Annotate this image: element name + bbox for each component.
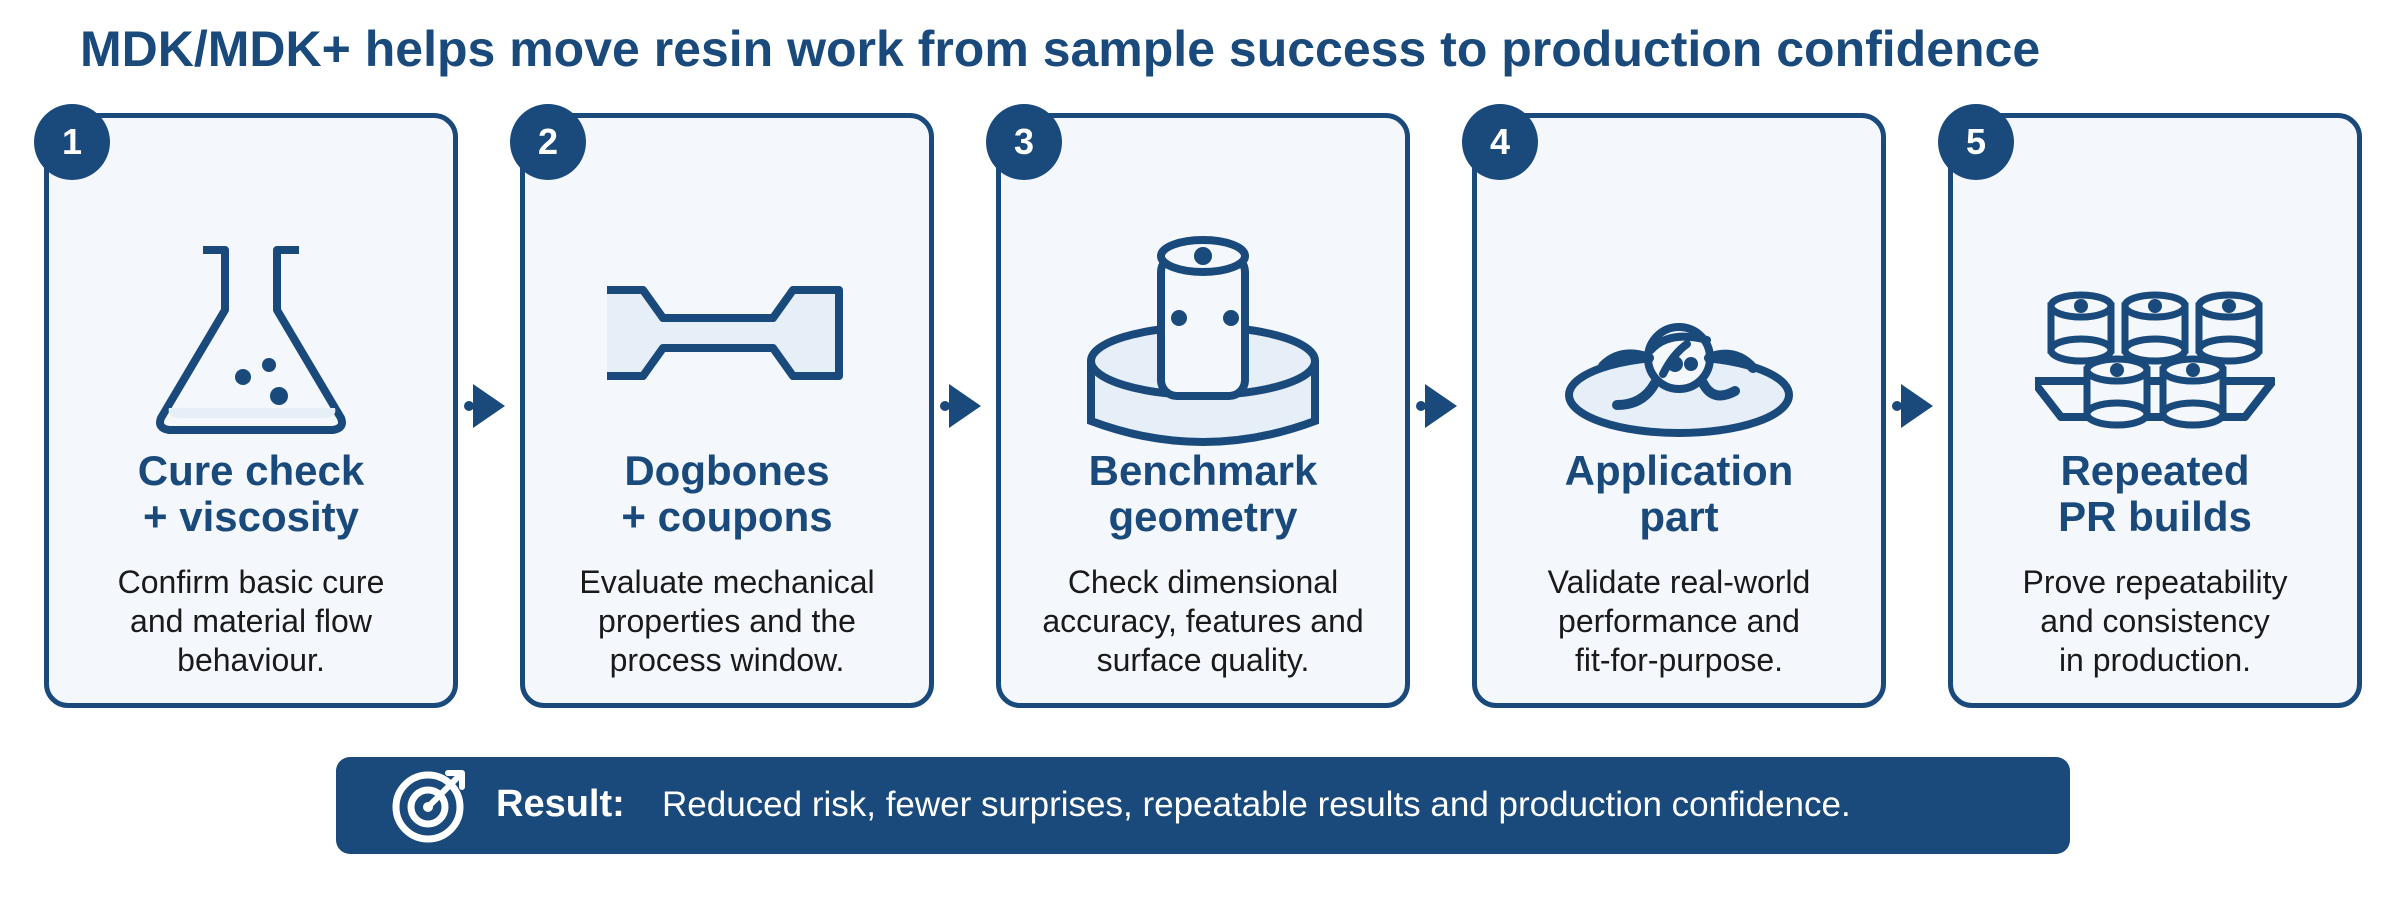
step-number-badge: 3 — [986, 104, 1062, 180]
step-heading: Cure check + viscosity — [137, 447, 365, 540]
target-icon — [392, 770, 465, 843]
step-number-badge: 5 — [1938, 104, 2014, 180]
step-heading: Benchmark geometry — [1088, 447, 1318, 540]
step-heading: Dogbones + coupons — [621, 447, 833, 540]
step-description: Prove repeatability and consistency in p… — [2022, 564, 2288, 678]
step-description: Confirm basic cure and material flow beh… — [117, 564, 385, 678]
step-number-badge: 1 — [34, 104, 110, 180]
step-card-1: Cure check + viscosity Confirm basic cur… — [44, 113, 458, 708]
step-number-badge: 4 — [1462, 104, 1538, 180]
repeated-builds-icon — [2035, 291, 2275, 429]
dogbone-icon — [607, 286, 843, 380]
step-number-badge: 2 — [510, 104, 586, 180]
page-title: MDK/MDK+ helps move resin work from samp… — [80, 21, 2041, 77]
application-part-icon — [1565, 323, 1793, 437]
flask-icon — [156, 246, 346, 434]
step-heading: Application part — [1564, 447, 1794, 540]
arrow-right-icon — [940, 384, 981, 428]
arrow-right-icon — [464, 384, 505, 428]
step-description: Evaluate mechanical properties and the p… — [579, 564, 875, 678]
benchmark-icon — [1087, 236, 1319, 446]
step-card-5: Repeated PR builds Prove repeatability a… — [1948, 113, 2362, 708]
result-banner: Result: Reduced risk, fewer surprises, r… — [336, 757, 2070, 854]
arrow-right-icon — [1416, 384, 1457, 428]
step-heading: Repeated PR builds — [2058, 447, 2252, 540]
step-card-4: Application part Validate real-world per… — [1472, 113, 1886, 708]
step-description: Validate real-world performance and fit-… — [1547, 564, 1811, 678]
step-description: Check dimensional accuracy, features and… — [1042, 564, 1364, 678]
result-text: Reduced risk, fewer surprises, repeatabl… — [662, 785, 1851, 824]
step-card-3: Benchmark geometry Check dimensional acc… — [996, 113, 1410, 708]
arrow-right-icon — [1892, 384, 1933, 428]
result-label: Result: — [496, 783, 625, 825]
step-card-2: Dogbones + coupons Evaluate mechanical p… — [520, 113, 934, 708]
